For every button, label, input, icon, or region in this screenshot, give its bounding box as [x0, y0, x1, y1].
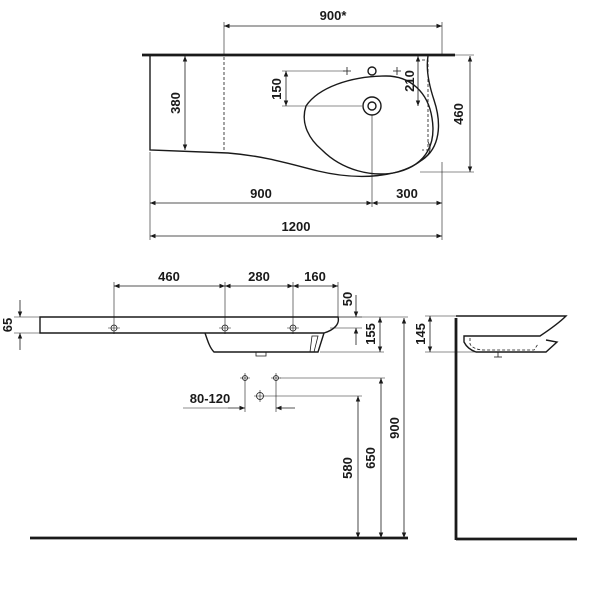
- drain-inner: [367, 101, 377, 111]
- dim-label-1200: 1200: [282, 219, 311, 234]
- basin-top-outline: [149, 55, 440, 178]
- dim-label-150: 150: [269, 78, 284, 100]
- bowl-front-body: [204, 332, 325, 353]
- dim-label-900-shelf: 900: [250, 186, 272, 201]
- dim-label-580: 580: [340, 457, 355, 479]
- basin-side-inner: [469, 338, 539, 351]
- dim-label-460: 460: [158, 269, 180, 284]
- tap-cross-right: [393, 67, 401, 75]
- fixing-hole-1: [108, 322, 120, 334]
- dim-label-155: 155: [363, 323, 378, 345]
- basin-front-outline: [39, 316, 340, 334]
- top-view: 900* 380 150 210 460 900 300 1200: [142, 8, 474, 240]
- overflow-hatch: [422, 59, 429, 151]
- side-view: 145: [413, 315, 577, 541]
- dim-label-80-120: 80-120: [190, 391, 230, 406]
- dim-label-50: 50: [340, 292, 355, 306]
- dim-label-300: 300: [396, 186, 418, 201]
- dim-label-160: 160: [304, 269, 326, 284]
- waste-connection: [254, 390, 266, 402]
- fixing-hole-3: [287, 322, 299, 334]
- dim-label-900-star: 900*: [320, 8, 348, 23]
- dim-label-210: 210: [402, 70, 417, 92]
- trap-front: [255, 352, 267, 357]
- overflow-curl: [423, 141, 431, 159]
- drain-outer: [362, 96, 382, 116]
- dim-label-460-depth: 460: [451, 103, 466, 125]
- overflow-front: [309, 335, 319, 353]
- dim-label-280: 280: [248, 269, 270, 284]
- dim-label-900-height: 900: [387, 417, 402, 439]
- dim-label-380: 380: [168, 92, 183, 114]
- fixing-hole-2: [219, 322, 231, 334]
- basin-side-outline: [456, 315, 568, 353]
- bowl-outline: [303, 75, 434, 175]
- dim-label-65: 65: [0, 318, 15, 332]
- water-connection-right: [271, 373, 281, 383]
- dim-label-145: 145: [413, 323, 428, 345]
- water-connection-left: [240, 373, 250, 383]
- dim-label-650: 650: [363, 447, 378, 469]
- front-view: 460 280 160 65 50 155: [0, 269, 408, 540]
- tap-hole: [367, 66, 377, 76]
